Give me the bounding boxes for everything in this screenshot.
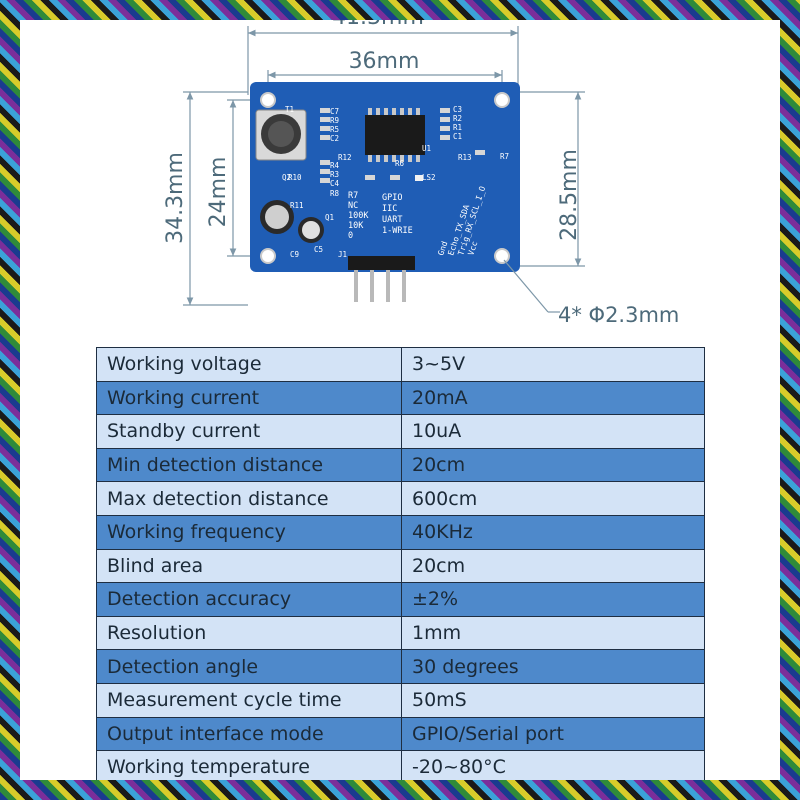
pin-header-j1 [348,256,415,270]
spec-row: Working temperature-20~80°C [96,750,705,780]
spec-label: Measurement cycle time [96,682,402,718]
svg-text:R6: R6 [395,159,405,168]
overall-height-label: 34.3mm [163,152,188,244]
svg-text:C7: C7 [330,107,339,116]
spec-value: 20mA [401,380,705,416]
svg-text:R4: R4 [330,161,340,170]
pcb-dimension-drawing: 41.3mm 36mm 34.3mm 24mm 28.5mm [163,20,679,327]
spec-value: 3~5V [401,347,705,382]
svg-text:Q1: Q1 [325,213,334,222]
overall-width-label: 41.3mm [332,20,424,30]
svg-text:R12: R12 [338,153,352,162]
spec-row: Detection accuracy±2% [96,582,705,617]
svg-text:C3: C3 [453,105,462,114]
svg-text:T1: T1 [285,105,294,114]
svg-text:R13: R13 [458,153,472,162]
svg-text:100K: 100K [348,211,369,221]
svg-text:R7: R7 [348,191,358,201]
product-image: 41.3mm 36mm 34.3mm 24mm 28.5mm [20,20,780,780]
svg-text:UART: UART [382,215,402,225]
svg-text:LS2: LS2 [422,173,436,182]
svg-text:Gnd: Gnd [436,240,449,257]
svg-text:1-WRIE: 1-WRIE [382,226,413,236]
spec-value: -20~80°C [401,750,705,780]
svg-text:R7: R7 [500,152,509,161]
spec-label: Working temperature [96,750,402,780]
spec-label: Detection angle [96,649,402,684]
mounting-holes-leader [503,259,549,313]
ic-chip-u1 [365,115,425,155]
svg-text:NC: NC [348,201,358,211]
spec-value: 30 degrees [401,649,705,684]
svg-text:R2: R2 [453,114,462,123]
svg-text:C1: C1 [453,132,462,141]
svg-text:R3: R3 [330,170,339,179]
svg-text:U1: U1 [422,144,431,153]
spec-label: Working frequency [96,514,402,550]
spec-label: Detection accuracy [96,582,402,617]
smd-components [320,108,485,183]
spec-value: 20cm [401,447,705,483]
spec-label: Blind area [96,548,402,584]
svg-text:C5: C5 [314,245,323,254]
spec-value: 50mS [401,682,705,718]
svg-text:R1: R1 [453,123,462,132]
svg-text:Vcc: Vcc [466,240,479,257]
spec-label: Output interface mode [96,716,402,752]
spec-value: 40KHz [401,514,705,550]
spec-value: 1mm [401,615,705,651]
spec-label: Min detection distance [96,447,402,483]
spec-value: ±2% [401,582,705,617]
svg-text:IIC: IIC [382,204,397,214]
svg-text:R5: R5 [330,125,339,134]
spec-label: Working current [96,380,402,416]
svg-text:Q2: Q2 [282,173,291,182]
svg-text:GPIO: GPIO [382,193,402,203]
header-pins [354,270,406,302]
svg-text:C2: C2 [330,134,339,143]
spec-label: Working voltage [96,347,402,382]
spec-label: Standby current [96,414,402,449]
spec-value: GPIO/Serial port [401,716,705,752]
svg-text:10K: 10K [348,221,364,231]
svg-text:0: 0 [348,231,353,241]
mounting-holes [260,92,510,264]
spec-label: Resolution [96,615,402,651]
svg-text:R11: R11 [290,201,304,210]
svg-text:R8: R8 [330,189,340,198]
mode-select-table: R7 GPIO NC IIC 100K UART 10K 1-WRIE 0 [348,191,413,241]
svg-text:C4: C4 [330,179,340,188]
svg-text:J1: J1 [338,250,347,259]
svg-text:R9: R9 [330,116,339,125]
svg-text:C9: C9 [290,250,299,259]
svg-text:R10: R10 [288,173,302,182]
spec-value: 600cm [401,481,705,516]
spec-value: 10uA [401,414,705,449]
board-height-label: 28.5mm [557,149,582,241]
spec-label: Max detection distance [96,481,402,516]
mounting-holes-label: 4* Φ2.3mm [558,303,679,327]
hole-spacing-height-label: 24mm [206,157,231,228]
spec-value: 20cm [401,548,705,584]
hole-spacing-width-label: 36mm [349,49,420,74]
